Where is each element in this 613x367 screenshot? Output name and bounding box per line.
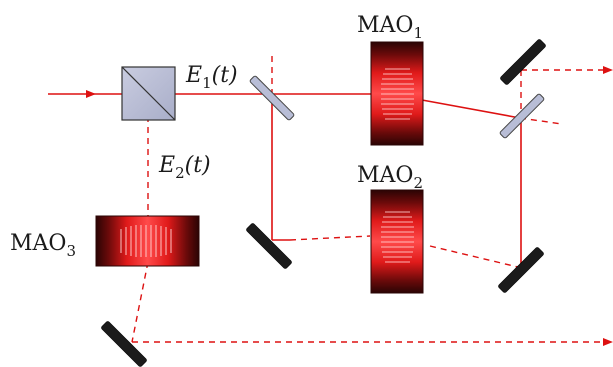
mirror-middle-left [246,223,292,269]
dashed-beam-combiner-out [519,117,563,125]
label-mao2: MAO2 [357,163,423,192]
label-mao3: MAO3 [10,231,76,260]
mirror-top-right [500,39,546,85]
output-bottom-arrow-icon [603,338,613,346]
dashed-beam-mao2-out [429,245,523,269]
beam-mao1-to-combiner [421,99,521,119]
dashed-beams [131,56,606,343]
dashed-beam-mao3-down [131,261,149,343]
label-mao1: MAO1 [357,13,423,42]
mirror-bottom-left [101,321,147,367]
mirror-bottom-right [498,247,544,293]
output-top-arrow-icon [603,66,613,74]
partial-mirror-combiner [499,93,545,139]
input-arrow-icon [86,90,96,98]
modulator-mao2 [370,189,424,294]
label-e2: E2(t) [158,153,211,182]
dashed-beam-to-mao2 [289,235,371,241]
modulator-mao1 [370,41,424,146]
label-e1: E1(t) [185,63,238,92]
modulator-mao3 [95,215,200,267]
partial-mirror-top [249,75,295,121]
beam-splitter-cube [121,66,176,121]
